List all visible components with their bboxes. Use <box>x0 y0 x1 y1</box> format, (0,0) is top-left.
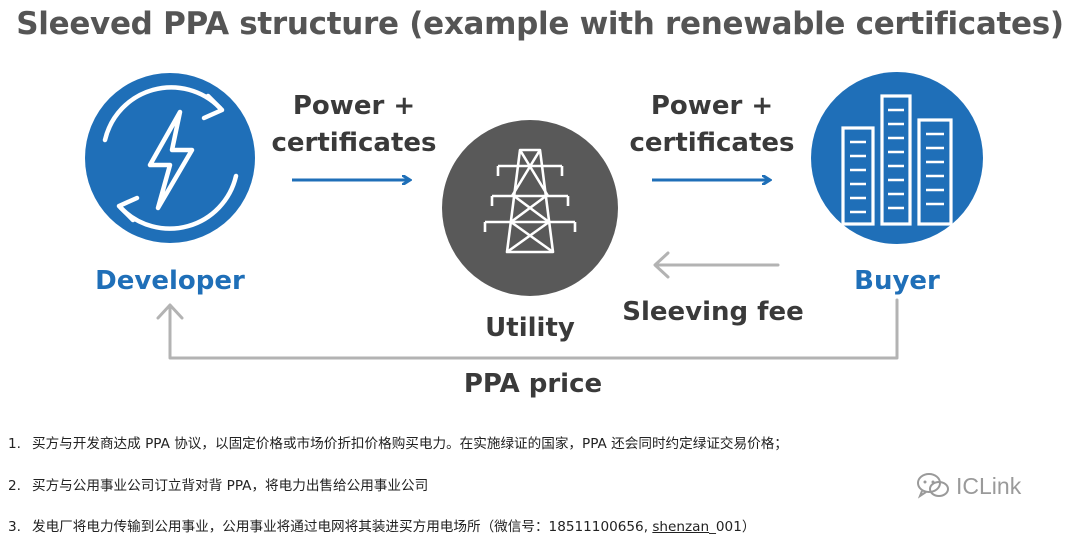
page-title: Sleeved PPA structure (example with rene… <box>16 6 1064 42</box>
sleeved-ppa-diagram: Developer Utility <box>85 72 983 399</box>
developer-label: Developer <box>95 266 245 296</box>
office-buildings-icon <box>841 94 953 226</box>
utility-node <box>442 120 618 296</box>
note-text: 买方与公用事业公司订立背对背 PPA，将电力出售给公用事业公司 <box>32 478 429 494</box>
buyer-node <box>811 72 983 244</box>
watermark: ICLink <box>916 472 1021 500</box>
ppa-price-arrow <box>156 298 899 360</box>
note-text-before: 发电厂将电力传输到公用事业，公用事业将通过电网将其装进买方用电场所（微信号：18… <box>32 519 653 535</box>
note-text-after: _001） <box>709 519 756 535</box>
transmission-tower-icon <box>483 148 577 254</box>
sleeving-fee-arrow <box>653 251 780 279</box>
left-flow-label-line2: certificates <box>272 128 437 158</box>
note-text-underlined: shenzan <box>652 519 710 535</box>
developer-node <box>85 73 255 243</box>
lightning-bolt-recycle-icon <box>102 85 239 231</box>
buyer-label: Buyer <box>854 266 940 296</box>
utility-label: Utility <box>485 313 575 343</box>
note-number: 3. <box>8 519 21 535</box>
note-number: 1. <box>8 436 21 452</box>
note-number: 2. <box>8 478 21 494</box>
watermark-text: ICLink <box>956 472 1022 499</box>
note-item-1: 1. 买方与开发商达成 PPA 协议，以固定价格或市场价折扣价格购买电力。在实施绿… <box>8 432 788 452</box>
note-text: 买方与开发商达成 PPA 协议，以固定价格或市场价折扣价格购买电力。在实施绿证的… <box>32 436 788 452</box>
note-item-2: 2. 买方与公用事业公司订立背对背 PPA，将电力出售给公用事业公司 <box>8 474 428 494</box>
wechat-icon <box>917 473 949 499</box>
ppa-price-label: PPA price <box>464 369 602 399</box>
note-item-3: 3. 发电厂将电力传输到公用事业，公用事业将通过电网将其装进买方用电场所（微信号：… <box>8 515 755 535</box>
sleeving-fee-label: Sleeving fee <box>622 297 804 327</box>
left-flow-label-line1: Power + <box>293 91 415 121</box>
right-flow-label-line1: Power + <box>651 91 773 121</box>
right-flow-label-line2: certificates <box>630 128 795 158</box>
